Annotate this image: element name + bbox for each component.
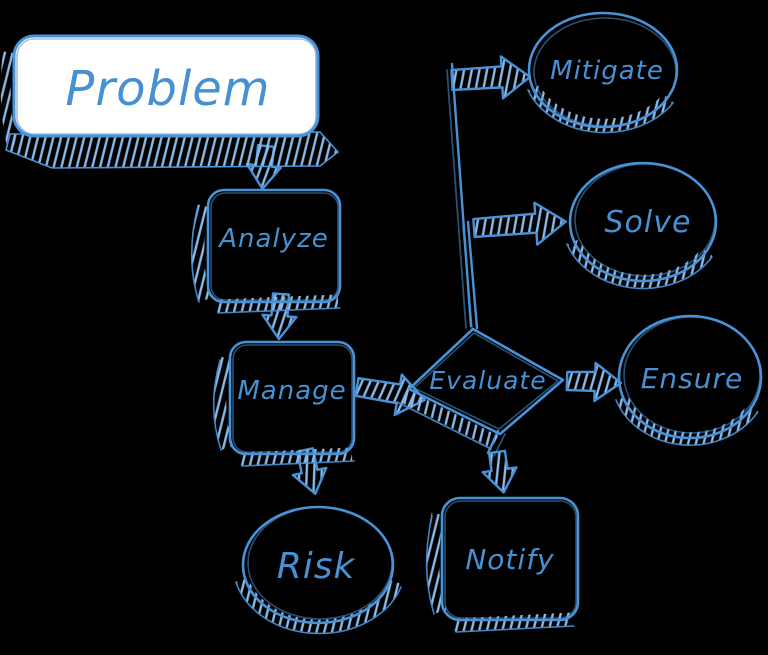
arrow-evaluate-to-mitigate	[450, 55, 532, 100]
notify-shadow-left	[426, 512, 447, 614]
node-analyze: Analyze	[190, 188, 342, 314]
arrow-evaluate-to-notify	[481, 449, 518, 494]
solve-label: Solve	[605, 205, 692, 240]
node-problem: Problem	[0, 34, 340, 169]
evaluate-shadow	[400, 389, 499, 449]
analyze-shadow-left	[191, 204, 212, 302]
connector-evaluate-to-mitigate	[446, 62, 473, 329]
mitigate-shadow	[528, 84, 674, 132]
problem-shadow-left	[0, 51, 17, 148]
notify-label: Notify	[465, 543, 554, 576]
node-mitigate: Mitigate	[527, 11, 679, 134]
node-evaluate: Evaluate	[396, 327, 565, 450]
arrow-evaluate-to-solve	[472, 201, 567, 246]
connector-evaluate-to-solve	[462, 220, 479, 331]
ensure-label: Ensure	[641, 362, 744, 395]
mitigate-label: Mitigate	[550, 56, 664, 86]
node-notify: Notify	[425, 496, 580, 633]
manage-label: Manage	[237, 376, 346, 406]
node-solve: Solve	[566, 161, 718, 290]
problem-shadow	[5, 131, 340, 169]
arrow-evaluate-to-ensure	[565, 361, 623, 403]
analyze-label: Analyze	[217, 224, 328, 254]
risk-label: Risk	[277, 546, 357, 587]
node-risk: Risk	[235, 505, 403, 635]
manage-shadow-left	[213, 356, 234, 450]
problem-label: Problem	[65, 61, 270, 117]
evaluate-label: Evaluate	[429, 366, 546, 395]
node-manage: Manage	[212, 340, 356, 467]
risk-shadow	[235, 577, 403, 633]
node-ensure: Ensure	[615, 314, 763, 447]
